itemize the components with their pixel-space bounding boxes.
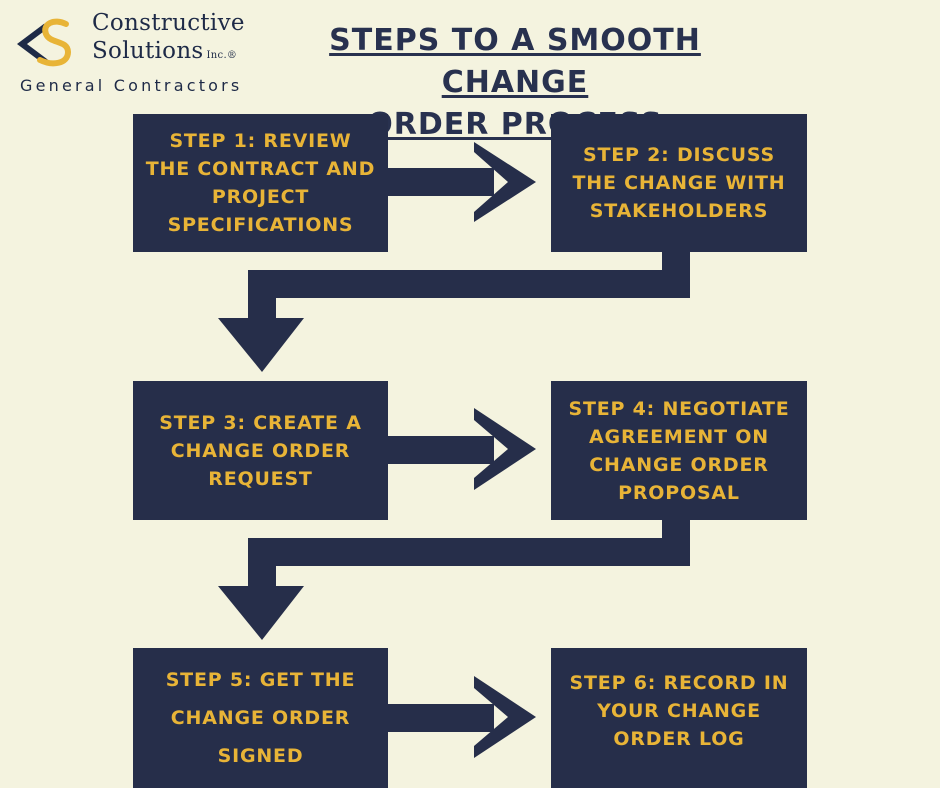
arrow-down-icon — [218, 586, 304, 640]
page-title: STEPS TO A SMOOTH CHANGE ORDER PROCESS — [270, 20, 760, 146]
connector-5-6-shaft — [388, 704, 494, 732]
step-1-label: STEP 1: REVIEW THE CONTRACT AND PROJECT … — [145, 130, 376, 236]
brand-tagline: General Contractors — [20, 76, 243, 95]
step-3-box: STEP 3: CREATE A CHANGE ORDER REQUEST — [133, 381, 388, 520]
arrow-right-icon — [474, 676, 536, 758]
title-line1: STEPS TO A SMOOTH CHANGE — [329, 23, 701, 100]
connector-1-2-shaft — [388, 168, 494, 196]
arrow-right-icon — [474, 142, 536, 222]
arrow-down-icon — [218, 318, 304, 372]
connector-4-5-run — [248, 538, 690, 566]
connector-2-3-run — [248, 270, 690, 298]
step-5-box: STEP 5: GET THE CHANGE ORDER SIGNED — [133, 648, 388, 788]
step-4-box: STEP 4: NEGOTIATE AGREEMENT ON CHANGE OR… — [551, 381, 807, 520]
arrow-right-icon — [474, 408, 536, 490]
step-5-label: STEP 5: GET THE CHANGE ORDER SIGNED — [165, 669, 356, 767]
brand-suffix: Inc.® — [206, 50, 238, 61]
cs-logo-icon — [17, 18, 72, 67]
step-3-label: STEP 3: CREATE A CHANGE ORDER REQUEST — [159, 411, 362, 490]
step-4-label: STEP 4: NEGOTIATE AGREEMENT ON CHANGE OR… — [568, 397, 790, 504]
step-2-label: STEP 2: DISCUSS THE CHANGE WITH STAKEHOL… — [572, 144, 786, 222]
step-6-label: STEP 6: RECORD IN YOUR CHANGE ORDER LOG — [569, 672, 789, 750]
step-1-box: STEP 1: REVIEW THE CONTRACT AND PROJECT … — [133, 114, 388, 252]
step-2-box: STEP 2: DISCUSS THE CHANGE WITH STAKEHOL… — [551, 114, 807, 252]
brand-name-line1: Constructive — [92, 10, 245, 36]
brand-name-line2-text: Solutions — [92, 38, 204, 64]
connector-3-4-shaft — [388, 436, 494, 464]
step-6-box: STEP 6: RECORD IN YOUR CHANGE ORDER LOG — [551, 648, 807, 788]
